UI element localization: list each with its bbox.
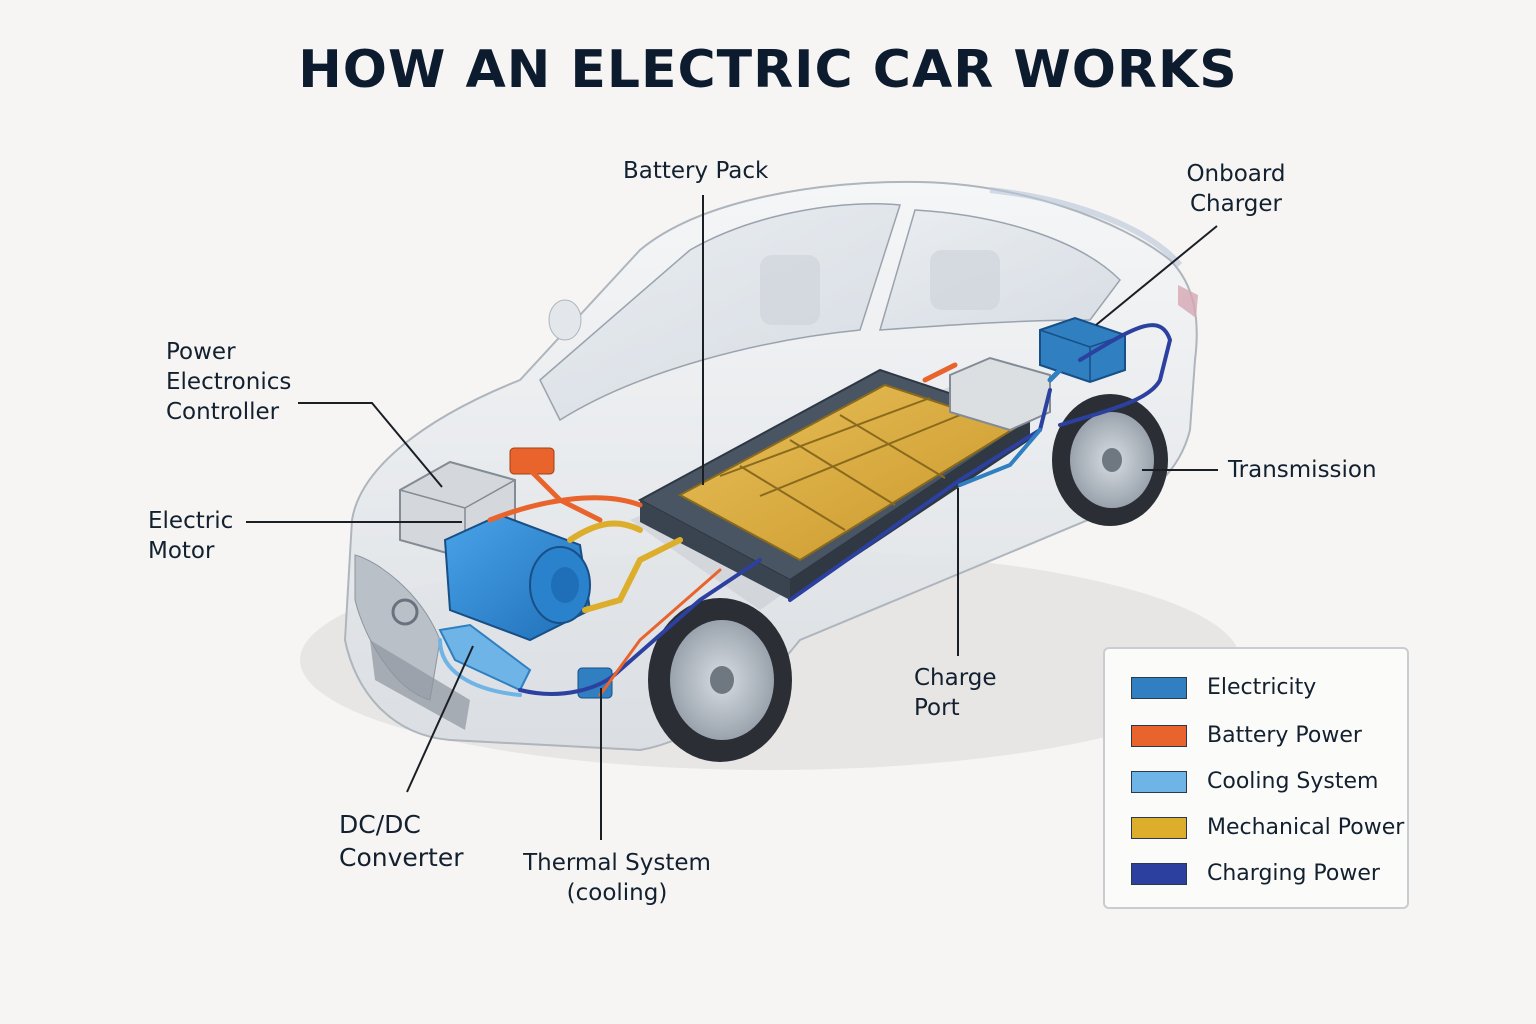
label-transmission-text: Transmission: [1228, 457, 1377, 483]
side-mirror: [548, 299, 582, 341]
seat-rear: [930, 250, 1000, 310]
front-wheel: [648, 598, 792, 762]
legend-label-charging-power: Charging Power: [1207, 861, 1380, 886]
legend: Electricity Battery Power Cooling System…: [1103, 647, 1409, 909]
leader-power-electronics: [298, 402, 443, 488]
label-onboard-charger: Onboard Charger: [1176, 159, 1296, 219]
legend-label-electricity: Electricity: [1207, 675, 1317, 700]
label-battery-pack-text: Battery Pack: [623, 158, 769, 184]
label-electric-motor: Electric Motor: [148, 506, 233, 566]
seat-front: [760, 255, 820, 325]
tail-light: [1178, 285, 1198, 318]
cables: [438, 323, 1173, 697]
label-pec-line-1: Power: [166, 339, 236, 365]
brand-emblem: [391, 598, 419, 626]
callout-lines: [246, 195, 1218, 840]
label-transmission: Transmission: [1228, 455, 1377, 485]
label-battery-pack: Battery Pack: [623, 156, 768, 186]
label-dcdc-line-2: Converter: [339, 843, 464, 872]
legend-label-cooling-system: Cooling System: [1207, 769, 1379, 794]
label-charge-port-line-1: Charge: [914, 665, 997, 691]
legend-swatch-battery-power: [1131, 725, 1187, 747]
label-thermal-system: Thermal System (cooling): [517, 848, 717, 908]
transmission-unit: [949, 356, 1051, 432]
label-onboard-charger-line-2: Charger: [1190, 191, 1282, 217]
legend-swatch-charging-power: [1131, 863, 1187, 885]
label-charge-port: Charge Port: [914, 663, 997, 723]
legend-swatch-electricity: [1131, 677, 1187, 699]
legend-label-battery-power: Battery Power: [1207, 723, 1362, 748]
label-thermal-line-1: Thermal System: [523, 850, 711, 876]
page-title: HOW AN ELECTRIC CAR WORKS: [298, 40, 1238, 100]
label-pec-line-2: Electronics: [166, 369, 292, 395]
label-electric-motor-line-1: Electric: [148, 508, 234, 534]
label-power-electronics-controller: Power Electronics Controller: [166, 337, 291, 427]
label-charge-port-line-2: Port: [914, 695, 960, 721]
rear-wheel: [1052, 394, 1168, 526]
label-pec-line-3: Controller: [166, 399, 280, 425]
legend-label-mechanical-power: Mechanical Power: [1207, 815, 1405, 840]
label-dcdc-converter: DC/DC Converter: [339, 808, 464, 874]
label-thermal-line-2: (cooling): [566, 880, 668, 906]
electric-motor: [443, 513, 592, 642]
battery-pack: [637, 368, 1033, 600]
label-electric-motor-line-2: Motor: [148, 538, 215, 564]
rear-deck: [989, 187, 1183, 267]
legend-swatch-cooling-system: [1131, 771, 1187, 793]
label-dcdc-line-1: DC/DC: [339, 810, 421, 839]
leader-dcdc-converter: [406, 645, 474, 793]
dcdc-converter: [438, 623, 532, 692]
leader-onboard-charger: [1095, 225, 1218, 326]
legend-swatch-mechanical-power: [1131, 817, 1187, 839]
label-onboard-charger-line-1: Onboard: [1186, 161, 1286, 187]
